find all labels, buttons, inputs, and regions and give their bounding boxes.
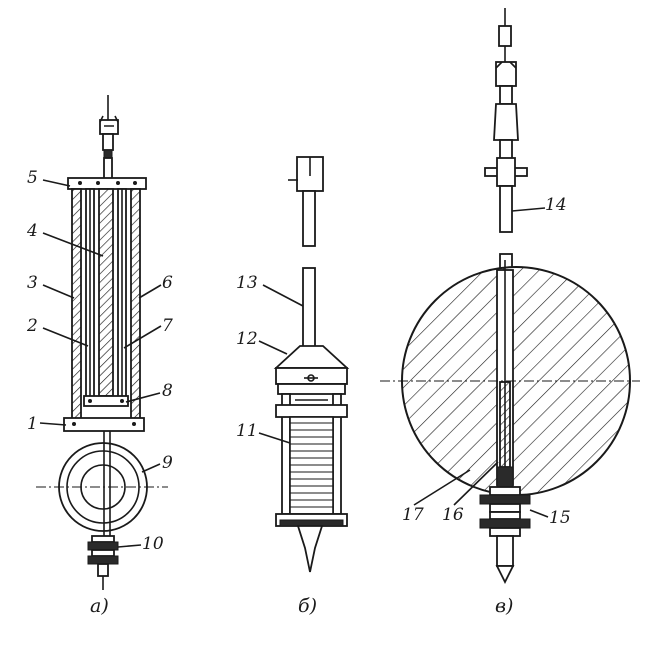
part-labels: 5 4 3 2 6 7 8 1 9 10 13 12 11 14 15 16 1…: [26, 168, 571, 554]
label-12: 12: [236, 329, 258, 349]
label-6: 6: [162, 273, 173, 293]
label-11: 11: [236, 421, 258, 441]
label-13: 13: [236, 273, 258, 293]
label-9: 9: [162, 453, 173, 473]
figure-b-mercury-pendulum: [273, 156, 350, 573]
caption-b: б): [298, 595, 317, 617]
label-17: 17: [402, 505, 424, 525]
label-2: 2: [26, 316, 38, 336]
figure-v-disc-pendulum: [380, 8, 640, 585]
leader-lines: [39, 179, 549, 548]
caption-a: а): [90, 595, 109, 617]
figure-a-compensated-pendulum: [36, 95, 168, 590]
label-7: 7: [162, 316, 173, 336]
figure-captions: а) б) в): [90, 595, 513, 617]
label-14: 14: [545, 195, 567, 215]
label-1: 1: [27, 414, 38, 434]
label-10: 10: [142, 534, 164, 554]
label-15: 15: [549, 508, 571, 528]
caption-v: в): [495, 595, 513, 617]
label-5: 5: [27, 168, 38, 188]
label-16: 16: [442, 505, 464, 525]
label-3: 3: [27, 273, 38, 293]
label-8: 8: [162, 381, 173, 401]
label-4: 4: [26, 221, 38, 241]
